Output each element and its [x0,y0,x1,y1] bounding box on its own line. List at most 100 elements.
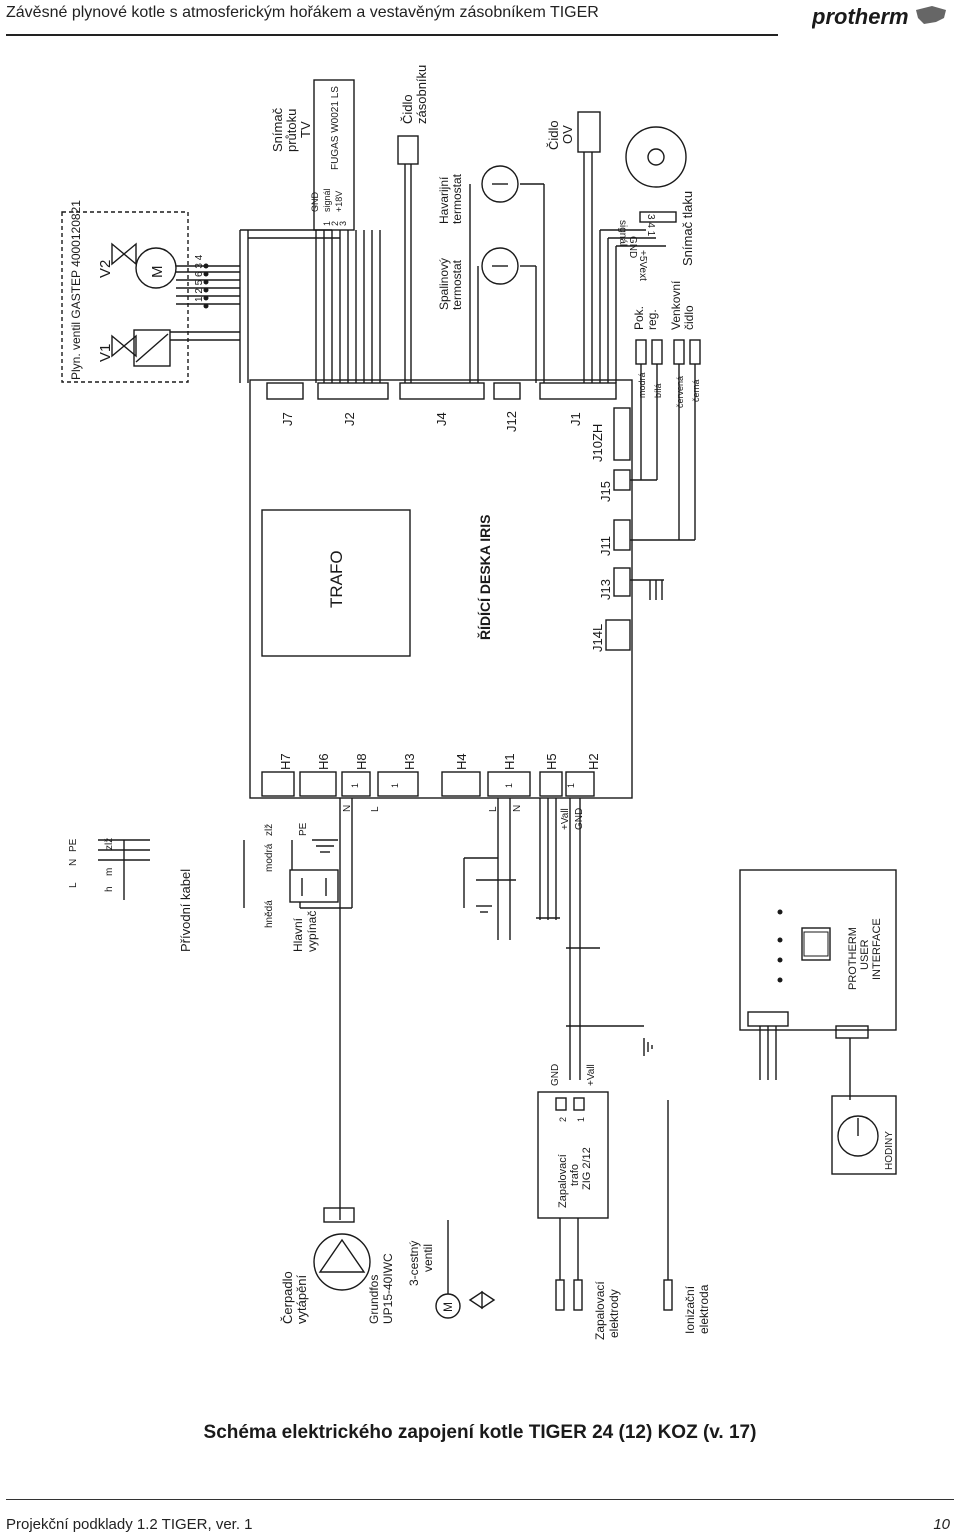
pump-label-2: vytápění [294,1274,309,1324]
transformer-label: TRAFO [327,550,346,608]
ignition-trafo-3: ZIG 2/12 [581,1147,593,1190]
pump-model-1: Grundfos [367,1275,381,1324]
h5-gnd-label: GND [574,808,585,830]
wire-color-blue: modrá [637,372,647,398]
supply-pin-n: N [68,859,79,866]
h2-pin-1: 1 [566,783,576,788]
supply-wire-h: h [104,886,115,892]
ignition-pin-2: 2 [558,1117,568,1122]
connector-j13: J13 [598,579,613,600]
ignition-trafo-2: trafo [569,1164,581,1186]
h8-n-label: N [342,805,353,812]
h1-l-label: L [488,806,499,812]
connector-h4: H4 [454,753,469,770]
three-way-valve-m: M [441,1302,455,1312]
ignition-gnd-label: GND [550,1064,561,1086]
footer-page-number: 10 [933,1516,950,1533]
flow-sensor-title-3: TV [298,121,313,138]
connector-j7: J7 [280,412,295,426]
ignition-pin-1: 1 [576,1117,586,1122]
supply-wire-zlz: zlž [104,838,115,850]
wire-color-red: červená [675,376,685,408]
flow-sensor-pin-signal: signál [322,188,332,212]
flue-thermostat-1: Spalinový [437,258,451,310]
wire-color-white: bílá [653,383,663,398]
ignition-trafo-1: Zapalovací [557,1154,569,1208]
tank-sensor-title-2: zásobníku [414,65,429,124]
heating-sensor-2: OV [560,125,575,144]
h3-l-label: L [370,806,381,812]
v1-label: V1 [97,344,114,362]
connector-h5: H5 [544,753,559,770]
flow-sensor-num-2: 2 [330,221,340,226]
pump-label-1: Čerpadlo [280,1271,295,1324]
room-regulator-2: reg. [645,309,659,330]
connector-h2: H2 [586,753,601,770]
h5-vall-label: +Vall [560,808,571,830]
outdoor-sensor-2: čidlo [682,305,696,330]
wiring-diagram: Plyn. ventil GASTEP 4000120821 V1 V2 M 1… [61,65,897,1340]
h8-pin-1: 1 [350,783,360,788]
switch-wire-brown: hnědá [264,900,275,928]
ignition-electrodes-1: Zapalovací [593,1281,607,1340]
switch-wire-blue: modrá [264,843,275,872]
pressure-pin-nums: 3 4 1 [645,214,656,237]
connector-j15: J15 [598,481,613,502]
flow-sensor-title-1: Snímač [270,107,285,152]
connector-j4: J4 [434,412,449,426]
page-header-title: Závěsné plynové kotle s atmosferickým ho… [6,4,599,21]
protherm-logo-text: protherm [812,4,909,29]
main-switch-1: Hlavní [291,917,305,952]
flow-sensor-pin-gnd: GND [310,192,320,213]
motor-label: M [149,266,166,279]
ionization-electrode-1: Ionizační [683,1285,697,1334]
pressure-pin-5v: +5Vext [637,250,648,281]
main-switch-2: vypínač [305,911,319,952]
ui-label-2: USER [859,939,871,970]
flow-sensor-pin-18v: +18V [334,191,344,212]
panther-icon [916,6,946,24]
connector-j11: J11 [598,536,613,556]
header-divider [6,34,778,36]
flow-sensor-num-3: 3 [338,221,348,226]
pressure-sensor-label: Snímač tlaku [680,191,695,266]
footer-divider [6,1499,954,1500]
ui-label-3: INTERFACE [871,918,883,980]
diagram-caption: Schéma elektrického zapojení kotle TIGER… [203,1422,757,1443]
pump-model-2: UP15-40IWC [381,1253,395,1324]
supply-pin-l: L [68,882,79,888]
v2-label: V2 [97,260,114,278]
connector-j2: J2 [342,412,357,426]
room-regulator-1: Pok. [632,306,646,330]
pressure-pin-gnd: GND [627,236,638,258]
emergency-thermostat-1: Havarijní [437,176,451,224]
connector-j14l: J14L [590,624,605,652]
pressure-pin-signal: signál [617,220,628,246]
flue-thermostat-2: termostat [450,259,464,310]
ignition-electrodes-2: elektrody [607,1289,621,1338]
gas-valve-label: Plyn. ventil GASTEP 4000120821 [69,200,83,380]
h1-n-label: N [512,805,523,812]
switch-wire-zlz: zlž [264,824,275,836]
three-way-valve-2: ventil [421,1244,435,1272]
supply-cable-label: Přívodní kabel [178,869,193,952]
connector-h7: H7 [278,753,293,770]
connector-h3: H3 [402,753,417,770]
tank-sensor-title-1: Čidlo [400,94,415,124]
flow-sensor-num-1: 1 [322,221,332,226]
connector-j12: J12 [504,411,519,432]
connector-h1: H1 [502,753,517,770]
flow-sensor-model: FUGAS W0021 LS [330,86,341,170]
heating-sensor-1: Čidlo [546,120,561,150]
footer-document-title: Projekční podklady 1.2 TIGER, ver. 1 [6,1516,253,1533]
three-way-valve-1: 3-cestný [407,1241,421,1286]
ionization-electrode-2: elektroda [697,1284,711,1334]
outdoor-sensor-1: Venkovní [669,280,683,330]
connector-h6: H6 [316,753,331,770]
h1-pin-1: 1 [504,783,514,788]
connector-j10zh: J10ZH [590,424,605,462]
connector-h8: H8 [354,753,369,770]
emergency-thermostat-2: termostat [450,173,464,224]
supply-pin-pe: PE [68,838,79,852]
wire-color-black: černá [691,379,701,402]
